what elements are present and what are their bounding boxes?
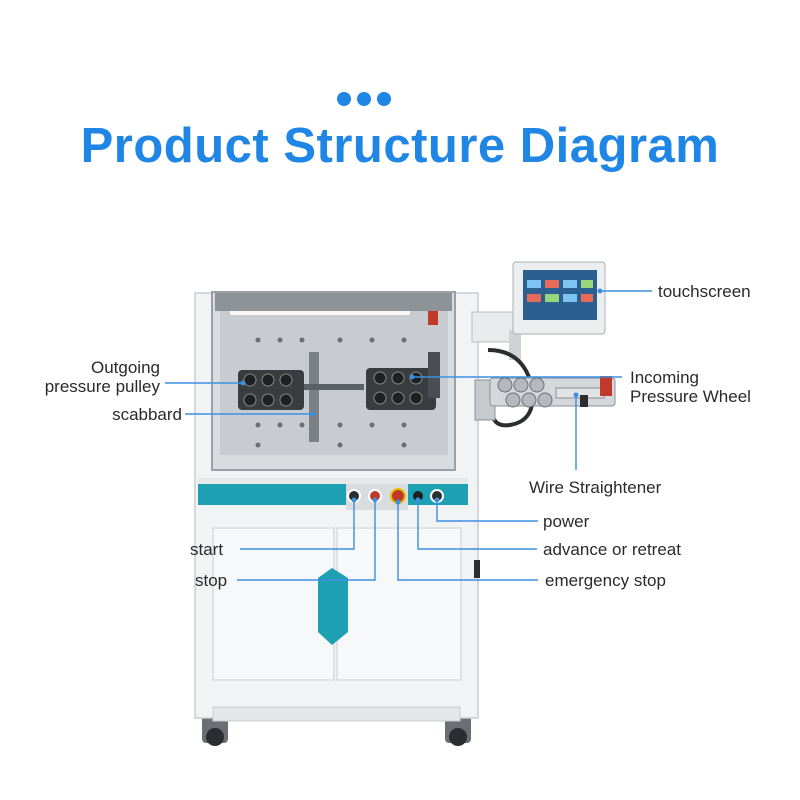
leader-line-power <box>436 500 538 522</box>
touchscreen-unit <box>471 261 606 360</box>
label-power: power <box>543 512 590 531</box>
dot <box>337 92 351 106</box>
decorative-dots <box>337 92 397 108</box>
scabbard <box>304 352 364 442</box>
leader-line-emergency <box>397 502 538 581</box>
outgoing-pressure-pulley <box>238 370 304 410</box>
label-wire-straightener: Wire Straightener <box>529 478 662 497</box>
wire-straightener <box>474 348 616 428</box>
cabinet-doors <box>212 527 480 681</box>
label-scabbard: scabbard <box>112 405 182 424</box>
label-outgoing-line2: pressure pulley <box>44 377 160 396</box>
label-outgoing-line1: Outgoing <box>91 358 160 377</box>
leader-line-start <box>240 500 355 550</box>
control-panel <box>198 478 468 510</box>
wheels <box>202 715 471 746</box>
label-touchscreen: touchscreen <box>658 282 751 301</box>
label-incoming-line2: Pressure Wheel <box>630 387 751 406</box>
leader-line-advance <box>417 500 537 550</box>
label-stop: stop <box>195 571 228 590</box>
label-advance-or-retreat: advance or retreat <box>543 540 681 559</box>
label-start: start <box>190 540 224 559</box>
page-title: Product Structure Diagram <box>80 119 720 173</box>
leader-line-stop <box>237 500 376 581</box>
label-incoming-line1: Incoming <box>630 368 699 387</box>
dot <box>357 92 371 106</box>
label-emergency-stop: emergency stop <box>545 571 666 590</box>
incoming-pressure-wheel <box>366 352 440 410</box>
dot <box>377 92 391 106</box>
